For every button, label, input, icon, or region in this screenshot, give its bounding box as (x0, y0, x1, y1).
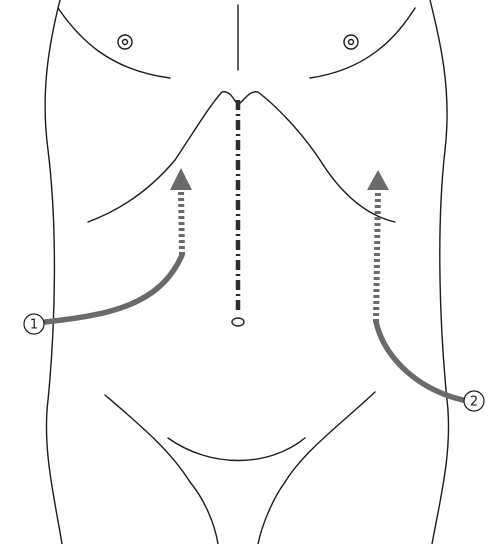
left-clavicle (58, 8, 170, 78)
right-nipple (344, 35, 358, 49)
marker-1: 1 (24, 314, 44, 334)
right-clavicle (310, 8, 415, 78)
marker-2: 2 (464, 391, 484, 411)
arrow-1-solid-path (45, 255, 182, 322)
marker-2-label: 2 (470, 395, 478, 410)
umbilicus (232, 318, 244, 326)
left-nipple (118, 35, 132, 49)
right-lower-abdomen-curve (285, 392, 375, 482)
right-costal-margin (238, 92, 395, 222)
arrow-2-dashed-path (376, 190, 378, 322)
left-lower-abdomen-curve (105, 395, 190, 482)
arrow-1-dashed-path (181, 190, 182, 255)
right-body-outline (430, 0, 449, 544)
arrow-1-head (170, 168, 192, 190)
left-costal-margin (88, 92, 238, 222)
left-inguinal-line (190, 482, 218, 544)
arrow-2-head (367, 170, 389, 190)
left-body-outline (45, 0, 62, 544)
pubic-curve (168, 438, 305, 461)
right-inguinal-line (258, 482, 285, 544)
marker-1-label: 1 (30, 318, 38, 333)
arrow-2-solid-path (376, 322, 463, 400)
